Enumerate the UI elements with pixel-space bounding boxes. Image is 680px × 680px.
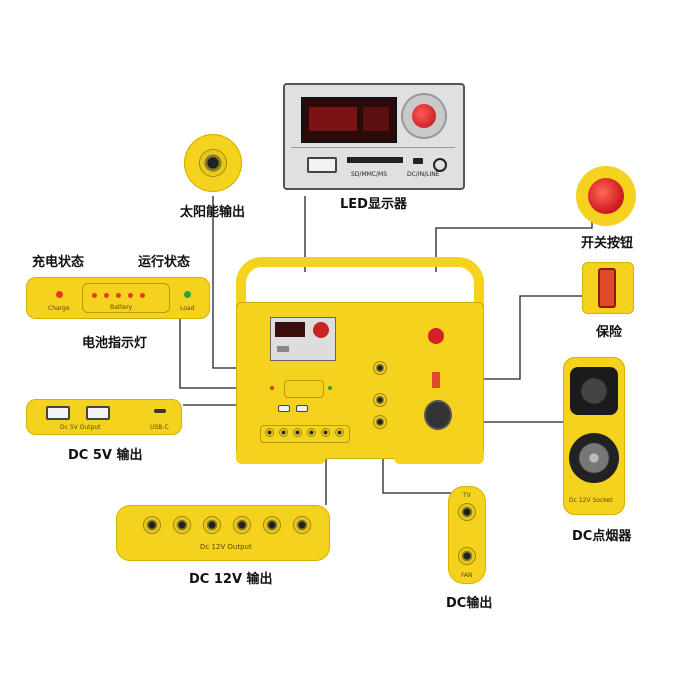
dc-output-panel: TV FAN xyxy=(448,486,486,584)
sd-slot[interactable] xyxy=(347,157,403,163)
usb-port-icon[interactable] xyxy=(86,406,110,420)
mini-dc-jack[interactable] xyxy=(266,429,273,436)
dc5v-output-text: Dc 5V Output xyxy=(60,424,101,431)
mini-fuse[interactable] xyxy=(432,372,440,388)
usb-port-icon[interactable] xyxy=(46,406,70,420)
mini-cigarette-socket[interactable] xyxy=(426,402,450,428)
fuse-closeup xyxy=(582,262,634,314)
battery-indicator-panel: Charge Battery Load xyxy=(26,277,210,319)
fuse-label: 保险 xyxy=(596,325,623,340)
switch-closeup xyxy=(576,166,636,226)
dc12v-output-text: Dc 12V Output xyxy=(200,543,252,551)
tv-text: TV xyxy=(463,492,471,499)
switch-button-label: 开关按钮 xyxy=(581,236,634,251)
dc-jack-icon[interactable] xyxy=(459,504,475,520)
usb-port-icon[interactable] xyxy=(307,157,337,173)
rotary-knob-icon[interactable] xyxy=(401,93,447,139)
mini-dc-jack[interactable] xyxy=(308,429,315,436)
dc-jack-icon[interactable] xyxy=(459,548,475,564)
dc-output-label: DC输出 xyxy=(446,596,493,611)
mini-solar-jack[interactable] xyxy=(374,362,386,374)
device-body xyxy=(236,302,484,459)
cigarette-socket-panel: Dc 12V Socket xyxy=(563,357,625,515)
dc-jack-icon[interactable] xyxy=(234,517,250,533)
usb-c-text: USB-C xyxy=(150,424,169,431)
dc-jack-icon[interactable] xyxy=(200,150,226,176)
dc-jack-icon[interactable] xyxy=(413,158,423,164)
mini-led-display xyxy=(270,317,336,361)
dc5v-output-panel: Dc 5V Output USB-C xyxy=(26,399,182,435)
run-status-label: 运行状态 xyxy=(138,255,191,270)
dc12v-output-label: DC 12V 输出 xyxy=(189,572,273,587)
dc12v-socket-text: Dc 12V Socket xyxy=(569,497,613,504)
charge-text: Charge xyxy=(48,305,70,312)
mini-dc-jack[interactable] xyxy=(336,429,343,436)
dc-jack-icon[interactable] xyxy=(174,517,190,533)
load-led xyxy=(184,291,191,298)
dc5v-output-label: DC 5V 输出 xyxy=(68,448,143,463)
led-screen xyxy=(301,97,397,143)
battery-led-1 xyxy=(92,293,97,298)
dc-jack-icon[interactable] xyxy=(144,517,160,533)
dc-cigarette-label: DC点烟器 xyxy=(572,529,632,544)
solar-input-closeup xyxy=(184,134,242,192)
charge-led xyxy=(56,291,63,298)
mini-tv-jack[interactable] xyxy=(374,394,386,406)
led-display-label: LED显示器 xyxy=(340,197,407,212)
device-handle-inner xyxy=(262,272,458,302)
mini-fan-jack[interactable] xyxy=(374,416,386,428)
device-foot-right xyxy=(394,452,484,464)
dc-jack-icon[interactable] xyxy=(294,517,310,533)
fuse-icon[interactable] xyxy=(598,268,616,308)
load-text: Load xyxy=(180,305,195,312)
power-switch-icon[interactable] xyxy=(588,178,624,214)
battery-led-3 xyxy=(116,293,121,298)
mini-charge-led xyxy=(270,386,274,390)
battery-text: Battery xyxy=(110,304,133,311)
mini-usb-port[interactable] xyxy=(278,405,290,412)
battery-led-5 xyxy=(140,293,145,298)
solar-input-label: 太阳能输出 xyxy=(180,205,246,220)
dc-jack-icon[interactable] xyxy=(204,517,220,533)
sd-label: SD/MMC/MS xyxy=(351,171,387,178)
battery-led-2 xyxy=(104,293,109,298)
fan-text: FAN xyxy=(461,572,473,579)
cigarette-socket-icon[interactable] xyxy=(569,433,619,483)
mini-dc-jack[interactable] xyxy=(322,429,329,436)
battery-indicator-label: 电池指示灯 xyxy=(82,336,148,351)
mini-load-led xyxy=(328,386,332,390)
dc-in-line-label: DC/IN/LINE xyxy=(407,171,440,178)
led-display-detail: SD/MMC/MS DC/IN/LINE xyxy=(283,83,465,190)
cigarette-socket-icon[interactable] xyxy=(570,367,618,415)
dc12v-output-panel: Dc 12V Output xyxy=(116,505,330,561)
mini-dc-jack[interactable] xyxy=(294,429,301,436)
mini-dc-jack[interactable] xyxy=(280,429,287,436)
mini-power-switch[interactable] xyxy=(428,328,444,344)
charge-status-label: 充电状态 xyxy=(32,255,85,270)
device-foot-left xyxy=(236,452,326,464)
dc-jack-icon[interactable] xyxy=(264,517,280,533)
headphone-icon[interactable] xyxy=(433,158,447,172)
battery-led-4 xyxy=(128,293,133,298)
device-handle[interactable] xyxy=(236,257,484,315)
mini-usb-port[interactable] xyxy=(296,405,308,412)
usb-c-icon[interactable] xyxy=(154,409,166,413)
